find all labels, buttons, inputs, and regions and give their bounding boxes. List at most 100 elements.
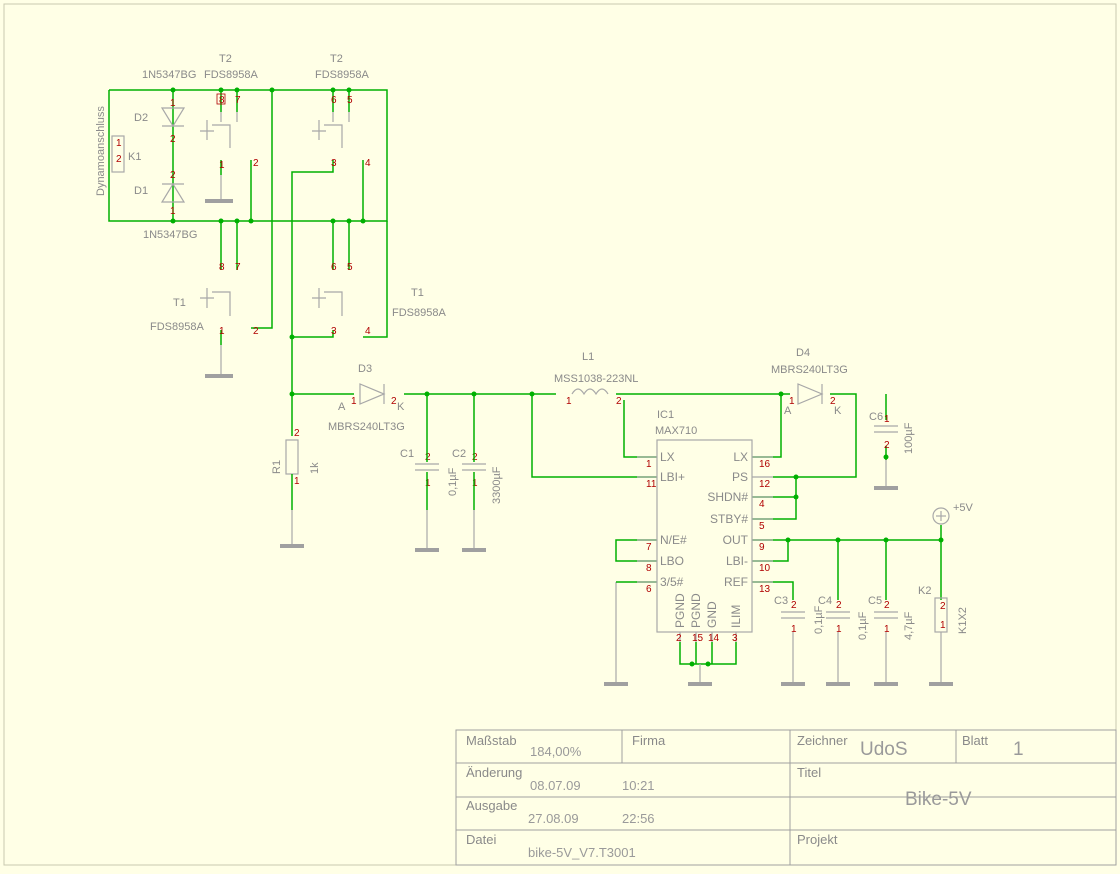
aenderung-date: 08.07.09 [530,778,581,793]
svg-text:MBRS240LT3G: MBRS240LT3G [771,364,848,376]
datei-value: bike-5V_V7.T3001 [528,845,636,860]
ic-pin-number: 11 [646,479,657,490]
svg-text:3300µF: 3300µF [491,466,503,504]
datei-label: Datei [466,832,496,847]
resistor-r1: 21 R1 1k [271,428,321,510]
connector-k2: 2 1 K2 K1X2 [918,585,969,634]
svg-text:+5V: +5V [953,502,974,514]
diode-d2: 12 D2 1N5347BG [134,69,196,145]
ic-pin-number: 1 [646,459,652,470]
svg-text:L1: L1 [582,351,594,363]
ic-pin-name: LBI+ [660,470,685,484]
titel-value: Bike-5V [905,789,972,810]
blatt-value: 1 [1013,739,1024,760]
svg-text:2: 2 [884,600,890,611]
svg-text:2: 2 [830,396,836,407]
capacitor-c1: 21 C1 0,1µF [400,440,459,510]
massstab-label: Maßstab [466,733,517,748]
ic-pin-number: 16 [759,459,771,470]
ic-pin-name: N/E# [660,533,687,547]
svg-text:D3: D3 [358,363,372,375]
diode-d4: 1 2 A K D4 MBRS240LT3G [771,347,848,417]
svg-text:1: 1 [940,620,946,631]
svg-text:A: A [338,401,346,413]
ic-pin-number: 4 [759,499,765,510]
capacitor-c3: 2 1 C3 0,1µF [774,595,825,635]
svg-text:2: 2 [391,396,397,407]
svg-text:K: K [834,405,842,417]
svg-text:1: 1 [791,624,797,635]
svg-text:8: 8 [219,262,225,273]
svg-text:0,1µF: 0,1µF [447,467,459,496]
svg-text:T1: T1 [173,297,186,309]
blatt-label: Blatt [962,733,988,748]
svg-text:K1X2: K1X2 [957,607,969,634]
svg-text:2: 2 [425,452,431,463]
svg-text:2: 2 [472,452,478,463]
svg-text:2: 2 [294,428,300,439]
svg-text:2: 2 [791,600,797,611]
svg-text:C3: C3 [774,595,788,607]
svg-text:C2: C2 [452,448,466,460]
junction-dots [170,87,944,667]
dynamo-label: Dynamoanschluss [95,106,107,196]
svg-text:D4: D4 [796,347,810,359]
k1-label: K1 [128,151,141,163]
zeichner-label: Zeichner [797,733,848,748]
ic-pin-name: PGND [689,593,703,628]
svg-text:4: 4 [365,158,371,169]
ic-pin-name: OUT [723,533,749,547]
capacitor-c5: 21 C5 4,7µF [868,595,915,640]
firma-label: Firma [632,733,666,748]
svg-text:1: 1 [170,206,176,217]
svg-text:4,7µF: 4,7µF [903,611,915,640]
svg-text:0,1µF: 0,1µF [813,605,825,634]
svg-text:1: 1 [116,138,122,149]
aenderung-time: 10:21 [622,778,655,793]
svg-text:3: 3 [331,326,337,337]
svg-text:C5: C5 [868,595,882,607]
svg-text:3: 3 [331,158,337,169]
svg-text:2: 2 [940,601,946,612]
svg-text:K2: K2 [918,585,931,597]
svg-text:0,1µF: 0,1µF [857,611,869,640]
svg-text:1k: 1k [309,462,321,474]
ic-pin-number: 8 [646,563,652,574]
ic-pin-name: GND [705,601,719,628]
diode-d1: 21 D1 1N5347BG [134,170,197,241]
ic-pin-number: 2 [676,633,682,644]
ic-pin-name: 3/5# [660,575,684,589]
ic-pin-name: LBO [660,554,684,568]
ic-pin-number: 13 [759,584,771,595]
svg-text:IC1: IC1 [657,409,674,421]
ic-pin-name: PGND [673,593,687,628]
svg-text:D1: D1 [134,185,148,197]
ic-pin-name: PS [732,470,748,484]
svg-text:R1: R1 [271,460,283,474]
svg-text:1: 1 [884,414,890,425]
svg-text:2: 2 [836,600,842,611]
svg-text:1: 1 [219,326,225,337]
svg-text:1: 1 [789,396,795,407]
ground-symbols-top [205,175,233,378]
svg-text:C1: C1 [400,448,414,460]
capacitor-c4: 21 C4 0,1µF [818,595,869,640]
svg-text:A: A [784,405,792,417]
svg-text:2: 2 [116,154,122,165]
ic-pin-number: 10 [759,563,771,574]
ic-pin-number: 15 [692,633,704,644]
svg-text:MBRS240LT3G: MBRS240LT3G [328,421,405,433]
ic-pin-name: LX [660,450,675,464]
ic-pin-number: 14 [708,633,720,644]
titel-label: Titel [797,765,821,780]
aenderung-label: Änderung [466,765,522,780]
ic-pin-number: 3 [732,633,738,644]
zeichner-value: UdoS [860,739,908,760]
svg-text:2: 2 [616,396,622,407]
